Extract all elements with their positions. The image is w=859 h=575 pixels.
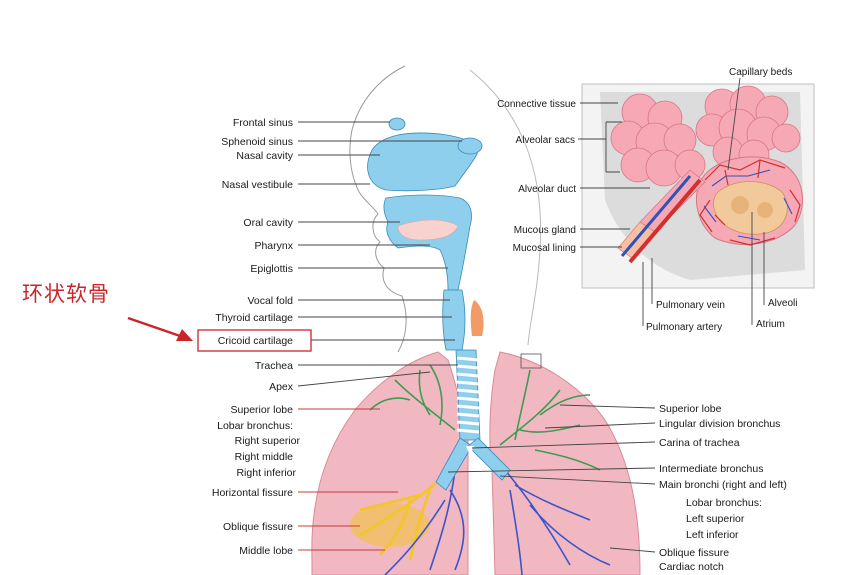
label-superior-lobe-left: Superior lobe: [659, 403, 722, 415]
annotation-arrow-line: [127, 316, 184, 339]
trachea: [435, 349, 511, 491]
inset-marker: [520, 353, 542, 369]
label-middle-lobe: Middle lobe: [239, 545, 293, 557]
larynx-shape: [442, 289, 466, 351]
trachea-ring: [456, 364, 480, 370]
trachea-ring: [456, 380, 480, 386]
label-oral-cavity: Oral cavity: [243, 217, 293, 229]
trachea-ring: [456, 396, 480, 402]
trachea-ring: [456, 420, 480, 426]
label-intermediate-bronchus: Intermediate bronchus: [659, 463, 763, 475]
label-lobar-bronchus-left: Lobar bronchus:: [686, 497, 762, 509]
right-lower-bronchi: [384, 469, 465, 575]
label-trachea: Trachea: [255, 360, 293, 372]
label-oblique-fissure-right: Oblique fissure: [223, 521, 293, 533]
label-capillary-beds: Capillary beds: [729, 67, 792, 78]
left-upper-bronchi: [499, 369, 601, 471]
lungs: [311, 351, 641, 575]
frontal-sinus-shape: [388, 117, 406, 131]
trachea-ring: [456, 356, 480, 362]
label-thyroid-cartilage: Thyroid cartilage: [215, 312, 293, 324]
trachea-ring: [456, 428, 480, 434]
label-main-bronchi: Main bronchi (right and left): [659, 479, 787, 491]
trachea-ring: [456, 412, 480, 418]
label-nasal-vestibule: Nasal vestibule: [222, 179, 293, 191]
label-sphenoid-sinus: Sphenoid sinus: [221, 136, 293, 148]
nasal-cavity-shape: [367, 132, 478, 192]
label-mucous-gland: Mucous gland: [514, 225, 576, 236]
label-nasal-cavity: Nasal cavity: [236, 150, 293, 162]
tongue-shape: [397, 219, 459, 241]
cricoid-annotation: 环状软骨: [22, 282, 312, 352]
head-outline: [349, 65, 542, 353]
capillary-network: [699, 159, 801, 246]
label-carina-of-trachea: Carina of trachea: [659, 437, 740, 449]
left-labels: Frontal sinus Sphenoid sinus Nasal cavit…: [212, 117, 301, 557]
label-cardiac-notch: Cardiac notch: [659, 561, 724, 573]
label-atrium: Atrium: [756, 319, 785, 330]
label-right-middle: Right middle: [235, 451, 294, 463]
label-epiglottis: Epiglottis: [250, 263, 293, 275]
right-upper-bronchi: [369, 364, 456, 431]
left-main-bronchus-shape: [467, 437, 511, 481]
trachea-ring: [456, 404, 480, 410]
oral-pharynx-shape: [383, 194, 472, 291]
upper-airway: [367, 117, 484, 351]
annotation-arrowhead: [176, 329, 193, 341]
label-alveolar-duct: Alveolar duct: [518, 184, 576, 195]
right-labels: Superior lobe Lingular division bronchus…: [659, 403, 787, 573]
pulmonary-vein-vessel: [620, 175, 692, 257]
inset-labels: Capillary beds Connective tissue Alveola…: [497, 67, 797, 333]
label-apex: Apex: [269, 381, 294, 393]
trachea-ring: [456, 372, 480, 378]
label-lobar-bronchus-right: Lobar bronchus:: [217, 420, 293, 432]
trachea-ring: [456, 388, 480, 394]
left-lower-bronchi: [504, 469, 611, 575]
alveoli-inset: [581, 83, 815, 289]
label-right-superior: Right superior: [235, 435, 301, 447]
label-frontal-sinus: Frontal sinus: [233, 117, 293, 129]
sphenoid-sinus-shape: [457, 137, 483, 155]
alveolar-sac-left: [610, 93, 706, 187]
label-oblique-fissure-left: Oblique fissure: [659, 547, 729, 559]
label-lingular-division-bronchus: Lingular division bronchus: [659, 418, 780, 430]
label-right-inferior: Right inferior: [236, 467, 296, 479]
label-left-superior: Left superior: [686, 513, 745, 525]
cricoid-highlight-box: [197, 329, 312, 352]
label-alveoli: Alveoli: [768, 298, 797, 309]
label-mucosal-lining: Mucosal lining: [513, 243, 576, 254]
label-pulmonary-artery: Pulmonary artery: [646, 322, 722, 333]
annotation-text: 环状软骨: [22, 282, 110, 306]
left-lung-shape: [489, 351, 641, 575]
label-cricoid-cartilage: Cricoid cartilage: [218, 335, 293, 347]
label-pharynx: Pharynx: [254, 240, 293, 252]
leader-lines: [297, 77, 765, 553]
label-connective-tissue: Connective tissue: [497, 99, 576, 110]
pulmonary-artery-vessel: [628, 178, 702, 264]
label-horizontal-fissure: Horizontal fissure: [212, 487, 293, 499]
label-left-inferior: Left inferior: [686, 529, 739, 541]
label-alveolar-sacs: Alveolar sacs: [516, 135, 575, 146]
label-pulmonary-vein: Pulmonary vein: [656, 300, 725, 311]
label-superior-lobe-right: Superior lobe: [231, 404, 294, 416]
esophagus-shape: [470, 300, 484, 336]
right-main-bronchus-shape: [435, 437, 473, 491]
label-vocal-fold: Vocal fold: [247, 295, 293, 307]
